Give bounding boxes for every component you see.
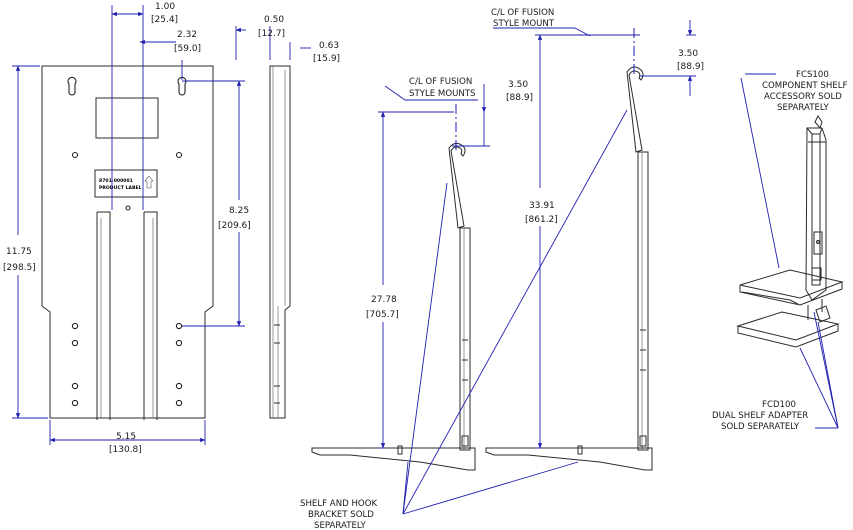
note-cl-fusion-mounts-1: C/L OF FUSION xyxy=(409,77,472,87)
dim-27-78: 27.78 xyxy=(371,295,397,305)
assembly-short: 27.78 [705.7] 3.50 [88.9] C/L OF FUSION … xyxy=(311,77,533,471)
slot-right xyxy=(143,211,158,420)
note-cl-fusion-mount-1: C/L OF FUSION xyxy=(491,8,554,18)
dim-0-50-mm: [12.7] xyxy=(258,29,285,39)
window-cutout xyxy=(95,97,159,139)
isometric-assembly: FCS100 COMPONENT SHELF ACCESSORY SOLD SE… xyxy=(712,70,848,432)
product-label-text: PRODUCT LABEL xyxy=(99,185,142,191)
dim-3-50-short-mm: [88.9] xyxy=(506,93,533,103)
note-shelf-hook-2: BRACKET SOLD xyxy=(308,510,374,520)
note-fcs100-2: COMPONENT SHELF xyxy=(762,81,848,91)
front-view-dimensions: 1.00 [25.4] 2.32 [59.0] 0.50 [12.7] 0.63… xyxy=(3,2,340,455)
dim-0-50: 0.50 xyxy=(264,15,284,25)
dim-8-25: 8.25 xyxy=(229,206,249,216)
dim-3-50-tall-mm: [88.9] xyxy=(677,62,704,72)
slot-left xyxy=(96,211,111,420)
dim-3-50-tall: 3.50 xyxy=(678,49,698,59)
note-cl-fusion-mount-2: STYLE MOUNT xyxy=(493,19,555,29)
keyhole-slot-left xyxy=(67,76,77,96)
dim-11-75: 11.75 xyxy=(6,247,32,257)
shelf-note-leaders: SHELF AND HOOK BRACKET SOLD SEPARATELY xyxy=(300,109,628,530)
note-fcd100-1: FCD100 xyxy=(762,400,796,410)
note-fcs100-3: ACCESSORY SOLD xyxy=(764,92,842,102)
dim-2-32-mm: [59.0] xyxy=(174,44,201,54)
note-shelf-hook-1: SHELF AND HOOK xyxy=(300,499,377,509)
dim-33-91-mm: [861.2] xyxy=(525,215,558,225)
dim-27-78-mm: [705.7] xyxy=(366,310,399,320)
dim-0-63: 0.63 xyxy=(319,41,339,51)
product-label xyxy=(94,169,158,198)
keyhole-slot-right xyxy=(177,76,187,96)
dim-8-25-mm: [209.6] xyxy=(218,221,251,231)
dim-3-50-short: 3.50 xyxy=(508,80,528,90)
note-cl-fusion-mounts-2: STYLE MOUNTS xyxy=(409,89,476,99)
note-shelf-hook-3: SEPARATELY xyxy=(314,521,367,530)
note-fcd100-3: SOLD SEPARATELY xyxy=(721,422,800,432)
dim-33-91: 33.91 xyxy=(529,201,555,211)
dim-0-63-mm: [15.9] xyxy=(313,54,340,64)
dim-1-00-mm: [25.4] xyxy=(151,15,178,25)
dim-5-15-mm: [130.8] xyxy=(109,445,142,455)
assembly-tall: 33.91 [861.2] 3.50 [88.9] C/L OF FUSION … xyxy=(485,8,704,471)
note-fcs100-4: SEPARATELY xyxy=(777,103,830,113)
product-label-part-number: 8701-000001 xyxy=(99,178,133,184)
note-fcs100-1: FCS100 xyxy=(796,70,829,80)
side-view-plate xyxy=(269,65,291,419)
dim-2-32: 2.32 xyxy=(177,30,197,40)
dim-5-15: 5.15 xyxy=(116,432,136,442)
dim-1-00: 1.00 xyxy=(155,2,175,12)
note-fcd100-2: DUAL SHELF ADAPTER xyxy=(712,411,808,421)
dim-11-75-mm: [298.5] xyxy=(3,263,36,273)
front-view-plate: 8701-000001 PRODUCT LABEL xyxy=(41,65,214,420)
